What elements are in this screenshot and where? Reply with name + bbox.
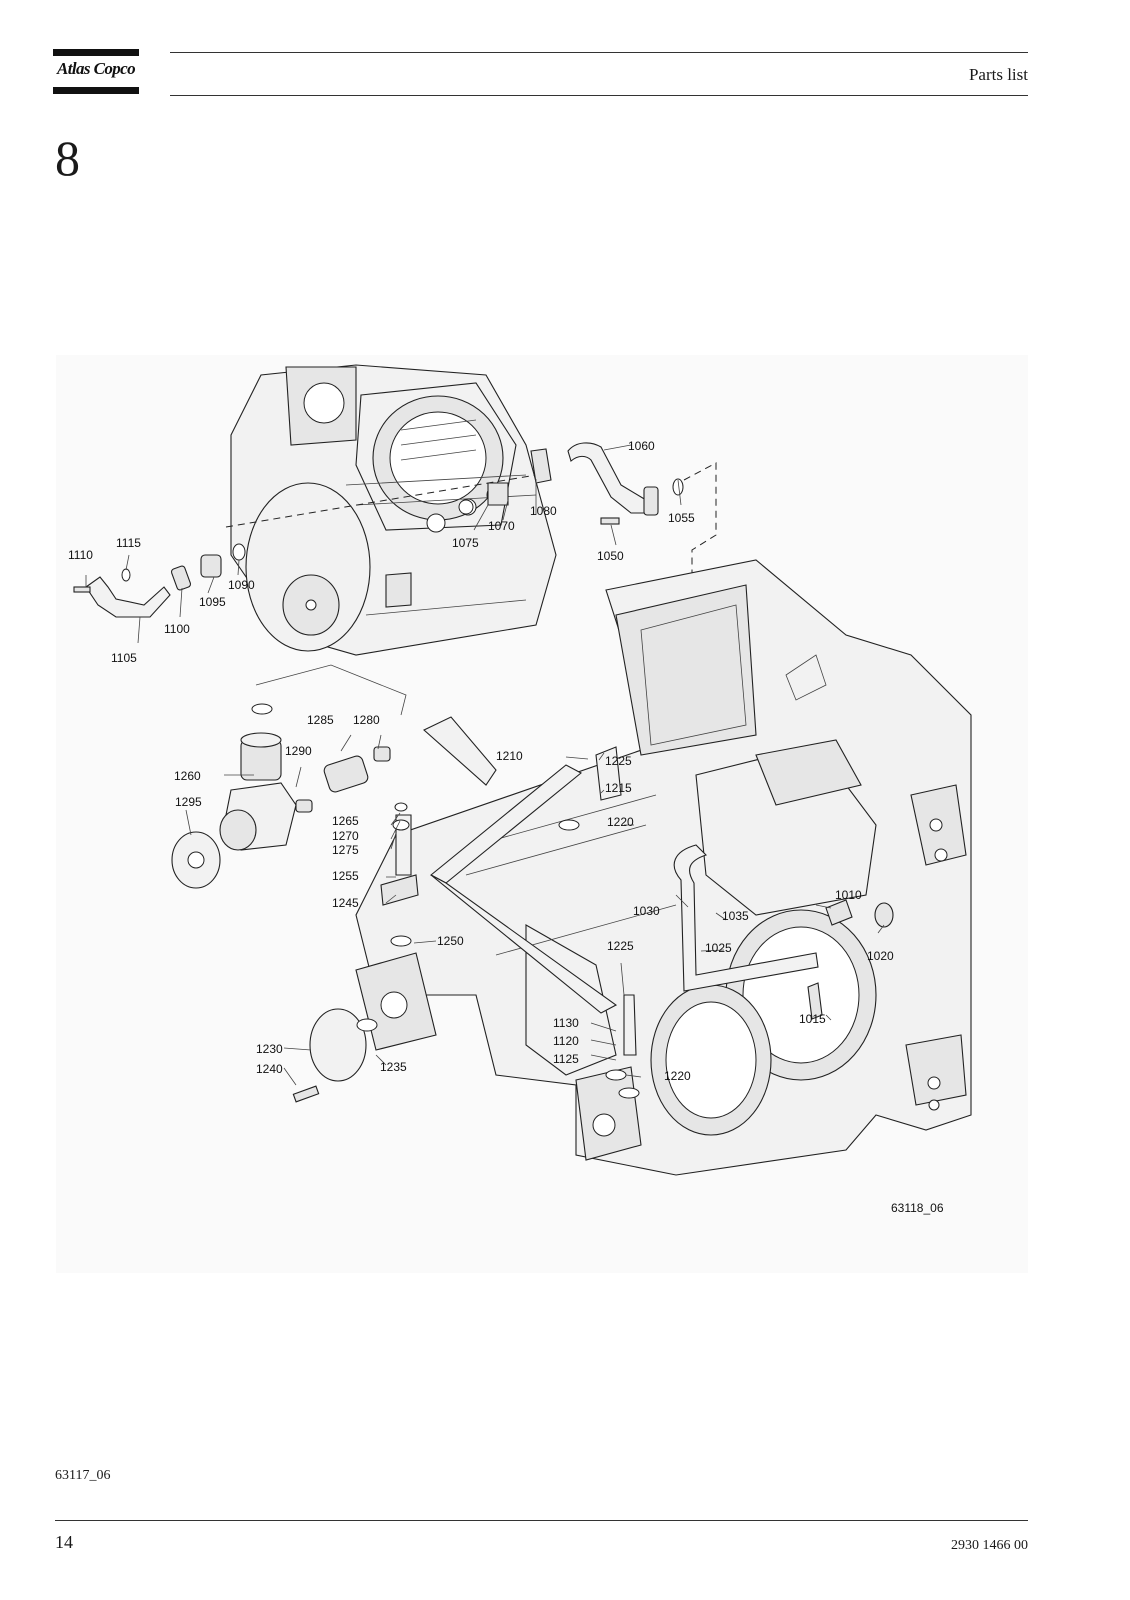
callout-1090: 1090	[228, 578, 255, 592]
callout-1130: 1130	[553, 1016, 579, 1030]
logo-top-bar	[53, 49, 139, 56]
callout-1220-lower: 1220	[664, 1069, 691, 1083]
callout-1245: 1245	[332, 896, 359, 910]
callout-1295: 1295	[175, 795, 202, 809]
cover-plate-1230	[292, 1008, 378, 1103]
callout-1070: 1070	[488, 519, 515, 533]
callout-1215: 1215	[605, 781, 632, 795]
oil-pipe-1060	[567, 442, 659, 516]
callout-1240: 1240	[256, 1062, 283, 1076]
callout-1075: 1075	[452, 536, 479, 550]
callout-1270: 1270	[332, 829, 359, 843]
callout-1275: 1275	[332, 843, 359, 857]
callout-1020: 1020	[867, 949, 894, 963]
callout-1010: 1010	[835, 888, 862, 902]
callout-1055: 1055	[668, 511, 695, 525]
header-rule-bottom	[170, 95, 1028, 96]
logo-wordmark: Atlas Copco	[57, 59, 136, 78]
page-title: Parts list	[968, 65, 1028, 84]
gearbox-casing	[355, 559, 972, 1176]
compressor-element-housing	[230, 364, 557, 656]
solenoid-valve-1260	[171, 664, 410, 889]
callout-1095: 1095	[199, 595, 226, 609]
callout-1210: 1210	[496, 749, 523, 763]
oil-pipe-1025	[430, 746, 819, 1014]
callout-1080: 1080	[530, 504, 557, 518]
callout-1290: 1290	[285, 744, 312, 758]
atlas-copco-logo: Atlas Copco	[53, 49, 139, 95]
callout-1235: 1235	[380, 1060, 407, 1074]
callout-1120: 1120	[553, 1034, 579, 1048]
callout-1260: 1260	[174, 769, 201, 783]
callout-1265: 1265	[332, 814, 359, 828]
callout-1255: 1255	[332, 869, 359, 883]
callout-1100: 1100	[164, 622, 190, 636]
callout-1115: 1115	[116, 536, 141, 550]
header-rule-top	[170, 52, 1028, 53]
callout-1025: 1025	[705, 941, 732, 955]
drawing-reference: 63117_06	[55, 1468, 111, 1483]
callout-1015: 1015	[799, 1012, 826, 1026]
footer-rule	[55, 1520, 1028, 1521]
document-number: 2930 1466 00	[951, 1538, 1028, 1553]
callout-1050: 1050	[597, 549, 624, 563]
callout-1220-upper: 1220	[607, 815, 634, 829]
callout-1125: 1125	[553, 1052, 579, 1066]
figure-drawing-code: 63118_06	[891, 1201, 944, 1215]
callout-1030: 1030	[633, 904, 660, 918]
callout-1280: 1280	[353, 713, 380, 727]
callout-1285: 1285	[307, 713, 334, 727]
oil-pipe-1105	[73, 543, 246, 618]
callout-1225-upper: 1225	[605, 754, 632, 768]
page-number: 14	[55, 1532, 73, 1552]
exploded-parts-drawing: 1060 1055 1050 1080 1070 1075 1115 1110 …	[56, 355, 1028, 1273]
callout-1035: 1035	[722, 909, 749, 923]
callout-1110: 1110	[68, 548, 93, 562]
callout-1060: 1060	[628, 439, 655, 453]
logo-bottom-bar	[53, 87, 139, 94]
callout-1230: 1230	[256, 1042, 283, 1056]
callout-1105: 1105	[111, 651, 137, 665]
callout-1250: 1250	[437, 934, 464, 948]
chapter-number: 8	[55, 130, 80, 186]
callout-1225-lower: 1225	[607, 939, 634, 953]
